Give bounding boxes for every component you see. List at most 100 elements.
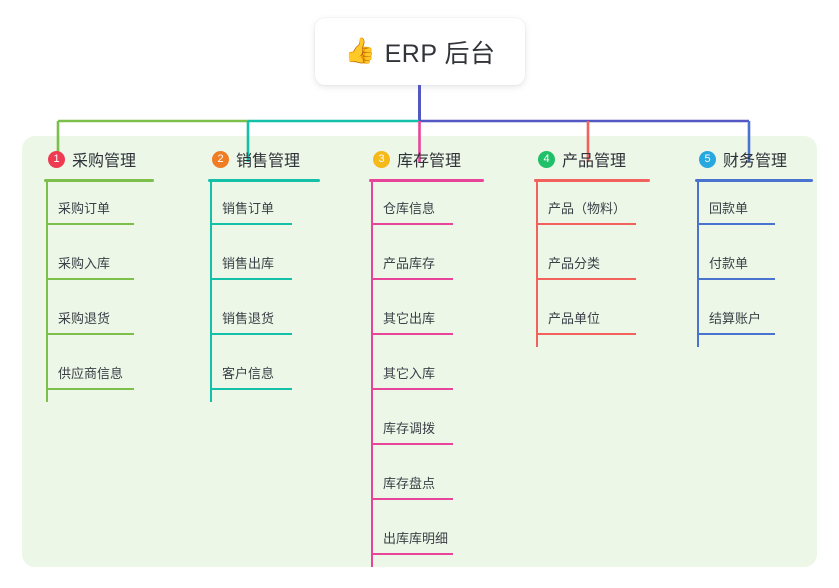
branch-items-3: 仓库信息产品库存其它出库其它入库库存调拨库存盘点出库库明细 [361,182,484,567]
branch-item-underline [371,443,453,445]
branch-title-3: 库存管理 [397,153,462,170]
branch-item-underline [697,333,775,335]
branch-item[interactable]: 仓库信息 [361,182,484,237]
branch-item-label: 供应商信息 [58,366,124,381]
root-node-erp-backend[interactable]: 👍 ERP 后台 [315,18,525,85]
branch-spine-1 [46,182,48,402]
branch-item-underline [371,278,453,280]
branch-item[interactable]: 销售订单 [200,182,320,237]
branch-item-label: 结算账户 [709,311,762,326]
branch-underline-4 [534,179,650,182]
branch-header-5[interactable]: 5 财务管理 [687,146,813,172]
branch-item-label: 其它出库 [383,311,436,326]
branch-item-underline [697,278,775,280]
branch-item-label: 采购订单 [58,201,111,216]
branch-items-5: 回款单付款单结算账户 [687,182,813,347]
branch-column-4: 4 产品管理产品（物料） 产品分类产品单位 [526,146,650,347]
branch-badge-3: 3 [373,150,390,168]
branch-item-label: 产品库存 [383,256,436,271]
branch-item-label: 其它入库 [383,366,436,381]
branch-item-underline [46,223,134,225]
branch-item-underline [371,553,453,555]
thumbs-up-icon: 👍 [344,37,376,65]
branch-header-2[interactable]: 2 销售管理 [200,146,320,172]
branch-spine-4 [536,182,538,347]
branch-items-2: 销售订单销售出库销售退货客户信息 [200,182,320,402]
branch-spine-5 [697,182,699,347]
branch-item[interactable]: 库存盘点 [361,457,484,512]
branch-header-4[interactable]: 4 产品管理 [526,146,650,172]
branch-header-1[interactable]: 1 采购管理 [36,146,154,172]
branch-item-underline [536,223,636,225]
branch-badge-1: 1 [48,150,65,168]
branch-item-underline [46,333,134,335]
branch-item-underline [210,388,292,390]
branch-item[interactable]: 销售出库 [200,237,320,292]
branch-item[interactable]: 供应商信息 [36,347,154,402]
branch-item-underline [371,498,453,500]
branch-item-underline [210,333,292,335]
branch-item-label: 回款单 [709,201,749,216]
branch-item-underline [371,223,453,225]
branch-item[interactable]: 出库库明细 [361,512,484,567]
branch-item-label: 付款单 [709,256,749,271]
branch-badge-4: 4 [538,150,555,168]
branch-item-underline [210,278,292,280]
branch-underline-2 [208,179,320,182]
branch-item-label: 客户信息 [222,366,275,381]
branch-item-label: 库存盘点 [383,476,436,491]
branch-item[interactable]: 产品（物料） [526,182,650,237]
branch-title-2: 销售管理 [236,153,301,170]
branch-column-1: 1 采购管理采购订单采购入库采购退货供应商信息 [36,146,154,402]
branch-item[interactable]: 客户信息 [200,347,320,402]
branch-item[interactable]: 其它入库 [361,347,484,402]
branch-item[interactable]: 其它出库 [361,292,484,347]
branch-item-label: 采购入库 [58,256,111,271]
branch-item-label: 仓库信息 [383,201,436,216]
branch-underline-5 [695,179,813,182]
branch-item-underline [536,333,636,335]
branch-item-label: 采购退货 [58,311,111,326]
branch-title-5: 财务管理 [723,153,788,170]
branch-item-underline [46,278,134,280]
branch-header-3[interactable]: 3 库存管理 [361,146,484,172]
branch-item-underline [536,278,636,280]
branch-item-underline [371,333,453,335]
branch-spine-2 [210,182,212,402]
branch-underline-1 [44,179,154,182]
branch-item[interactable]: 付款单 [687,237,813,292]
root-node-title: ERP 后台 [384,39,496,68]
branch-item-label: 产品分类 [548,256,601,271]
branch-item[interactable]: 采购订单 [36,182,154,237]
branch-item[interactable]: 采购退货 [36,292,154,347]
branch-spine-3 [371,182,373,567]
branch-title-1: 采购管理 [72,153,137,170]
branch-item[interactable]: 结算账户 [687,292,813,347]
branch-column-2: 2 销售管理销售订单销售出库销售退货客户信息 [200,146,320,402]
branch-items-1: 采购订单采购入库采购退货供应商信息 [36,182,154,402]
branch-item[interactable]: 销售退货 [200,292,320,347]
branch-item-underline [46,388,134,390]
branch-title-4: 产品管理 [562,153,627,170]
branch-badge-2: 2 [212,150,229,168]
branch-items-4: 产品（物料） 产品分类产品单位 [526,182,650,347]
branch-item-label: 库存调拨 [383,421,436,436]
branch-item[interactable]: 产品单位 [526,292,650,347]
branch-column-3: 3 库存管理仓库信息产品库存其它出库其它入库库存调拨库存盘点出库库明细 [361,146,484,567]
branch-item-label: 销售出库 [222,256,275,271]
branch-badge-5: 5 [699,150,716,168]
branch-item[interactable]: 产品库存 [361,237,484,292]
branch-item-label: 销售退货 [222,311,275,326]
branch-item[interactable]: 产品分类 [526,237,650,292]
branch-item-label: 产品单位 [548,311,601,326]
branch-item[interactable]: 采购入库 [36,237,154,292]
root-node-content: 👍 ERP 后台 [344,34,495,70]
branch-item-label: 出库库明细 [383,531,449,546]
branch-item[interactable]: 回款单 [687,182,813,237]
branch-column-5: 5 财务管理回款单付款单结算账户 [687,146,813,347]
branch-item[interactable]: 库存调拨 [361,402,484,457]
branch-item-underline [697,223,775,225]
branch-item-underline [210,223,292,225]
branch-item-label: 产品（物料） [548,201,627,216]
